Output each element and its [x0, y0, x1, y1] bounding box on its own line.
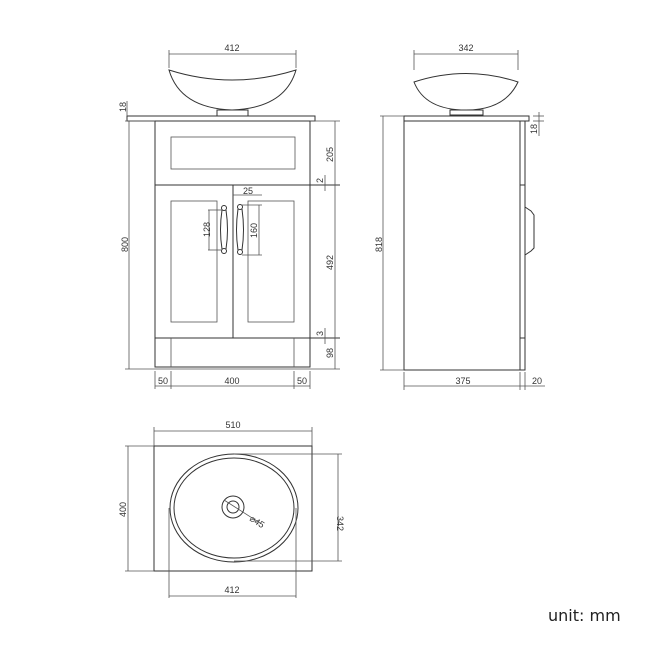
label-base-left: 50 [158, 376, 168, 386]
dim-side-top-thickness: 18 [529, 112, 544, 136]
dim-front-base: 50 400 50 [154, 371, 311, 389]
side-basin [413, 73, 519, 111]
top-countertop-outline [153, 445, 313, 572]
label-top-basin-depth: 342 [335, 516, 345, 531]
label-drain-diameter: ⌀45 [248, 513, 266, 530]
dim-top-depth: 400 [118, 445, 154, 572]
label-side-total-height: 818 [374, 237, 384, 252]
side-basin-base [449, 109, 484, 116]
label-handle-128: 128 [202, 222, 212, 237]
front-cabinet-body [154, 120, 311, 368]
label-side-basin-depth: 342 [458, 43, 473, 53]
top-basin-inner [173, 457, 295, 559]
label-side-top-thickness: 18 [529, 124, 539, 134]
front-right-door-panel [247, 200, 295, 323]
side-countertop [403, 115, 530, 122]
label-handle-160: 160 [249, 223, 259, 238]
front-basin-base [216, 109, 249, 117]
dim-top-width: 510 [153, 420, 313, 446]
label-drawer-height: 205 [325, 147, 335, 162]
front-drawer-panel [170, 136, 296, 170]
label-base-middle: 400 [224, 376, 239, 386]
front-left-handle [220, 205, 228, 254]
label-top-thickness: 18 [118, 102, 128, 112]
dim-top-basin-depth: 342 [234, 453, 345, 562]
dim-side-depth: 375 20 [403, 372, 545, 390]
label-door-gap: 3 [315, 331, 325, 336]
label-top-width: 510 [225, 420, 240, 430]
label-basin-width: 412 [224, 43, 239, 53]
side-handle [524, 206, 535, 256]
drain-outer [221, 495, 245, 519]
front-countertop [126, 115, 316, 122]
dim-side-total-height: 818 [374, 115, 404, 371]
dim-front-top-thickness: 18 [118, 101, 128, 116]
top-view: 510 400 ⌀45 342 412 [118, 420, 345, 598]
dim-handle-160: 160 [242, 204, 262, 256]
unit-label: unit: mm [548, 606, 621, 625]
front-left-door-panel [170, 200, 218, 323]
side-door-edge [519, 120, 526, 371]
label-drawer-gap: 2 [315, 178, 325, 183]
dim-front-total-height: 800 [120, 120, 340, 370]
side-view: 342 818 18 375 20 [374, 43, 545, 390]
label-handle-offset: 25 [243, 186, 253, 196]
dim-handle-offset: 25 [233, 186, 262, 196]
top-basin-outer [169, 453, 299, 563]
front-view: 412 18 [118, 43, 340, 389]
dim-front-right-stack: 205 2 492 3 98 [310, 120, 340, 369]
label-plinth-height: 98 [325, 348, 335, 358]
label-cabinet-depth: 375 [455, 376, 470, 386]
dim-handle-128: 128 [202, 209, 222, 251]
front-right-handle [236, 204, 244, 255]
dim-top-basin-width: 412 [168, 508, 297, 598]
label-total-height: 800 [120, 237, 130, 252]
label-top-basin-width: 412 [224, 585, 239, 595]
label-base-right: 50 [297, 376, 307, 386]
drain-inner [226, 500, 240, 514]
label-door-depth: 20 [532, 376, 542, 386]
front-basin [168, 69, 297, 111]
label-top-depth: 400 [118, 502, 128, 517]
dim-side-basin-depth: 342 [413, 43, 519, 70]
side-cabinet-body [403, 120, 521, 371]
label-door-height: 492 [325, 255, 335, 270]
dim-front-basin-width: 412 [168, 43, 297, 68]
